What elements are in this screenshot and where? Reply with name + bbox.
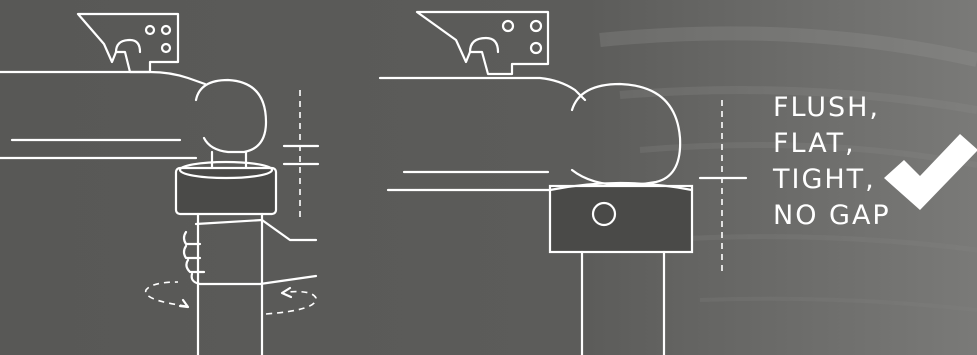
caption-line-4: NO GAP: [773, 198, 891, 234]
caption-line-3: TIGHT,: [773, 162, 891, 198]
caption-line-2: FLAT,: [773, 126, 891, 162]
coupler-collar-2: [550, 186, 692, 252]
caption-line-1: FLUSH,: [773, 90, 891, 126]
status-caption: FLUSH, FLAT, TIGHT, NO GAP: [773, 90, 891, 234]
